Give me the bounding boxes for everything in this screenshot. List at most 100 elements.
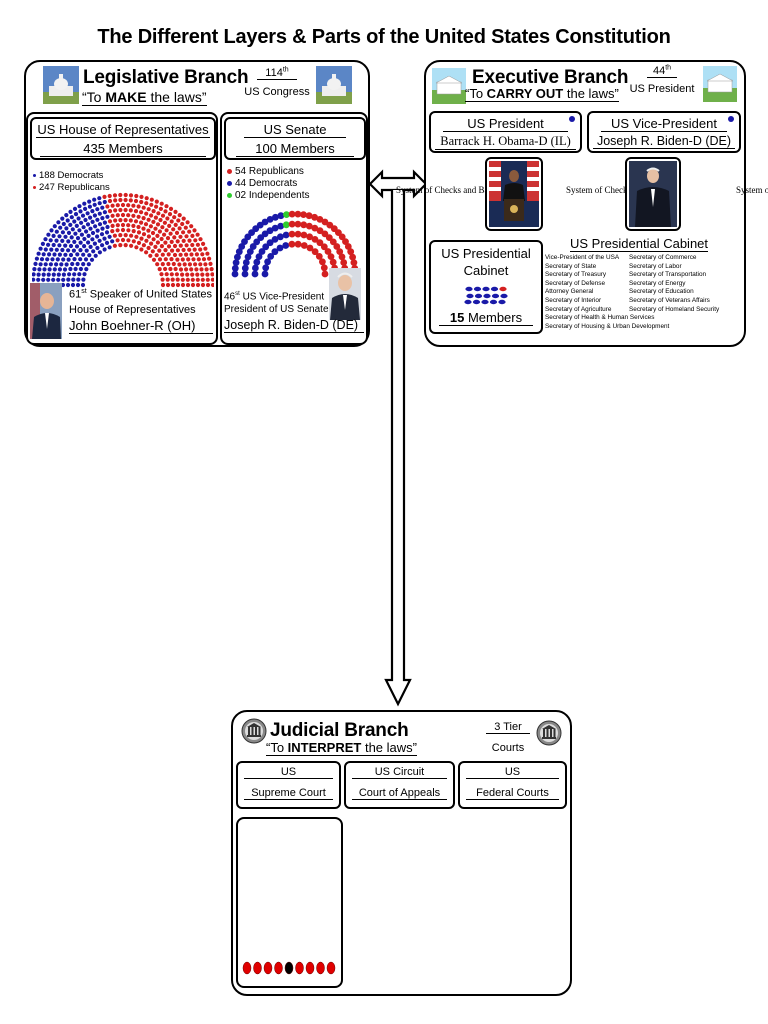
house-seat xyxy=(145,196,149,200)
house-seat xyxy=(81,214,85,218)
house-seat xyxy=(87,234,91,238)
house-seat xyxy=(174,267,178,271)
house-seat xyxy=(105,230,109,234)
house-seat xyxy=(73,232,77,236)
house-seat xyxy=(144,222,148,226)
speaker-name: John Boehner-R (OH) xyxy=(69,318,213,334)
house-seat xyxy=(131,224,135,228)
house-seat xyxy=(76,262,80,266)
house-seat xyxy=(86,222,90,226)
house-seat xyxy=(98,212,102,216)
house-seat xyxy=(60,239,64,243)
justice-seat xyxy=(254,962,262,974)
house-seat xyxy=(190,234,194,238)
house-seat xyxy=(205,273,209,277)
house-seat xyxy=(82,244,86,248)
president-photo xyxy=(489,161,539,227)
cabinet-position: Secretary of Education xyxy=(629,288,719,297)
house-seat xyxy=(187,248,191,252)
house-seat xyxy=(81,283,85,287)
house-seat xyxy=(139,195,143,199)
house-seat xyxy=(57,234,61,238)
cabinet-seat xyxy=(474,287,481,291)
house-seat xyxy=(39,262,43,266)
house-seat xyxy=(188,262,192,266)
house-seat xyxy=(147,234,151,238)
house-seat xyxy=(69,253,73,257)
house-seat xyxy=(170,272,174,276)
house-seat xyxy=(169,232,173,236)
house-seat xyxy=(55,230,59,234)
house-seat xyxy=(170,240,174,244)
house-seat xyxy=(139,221,143,225)
house-seat xyxy=(167,244,171,248)
house-seat xyxy=(63,235,67,239)
house-seat xyxy=(60,248,64,252)
senate-legend-democrats: 44 Democrats xyxy=(227,178,297,189)
senate-seat xyxy=(252,265,259,272)
house-seat xyxy=(198,237,202,241)
house-seat xyxy=(62,222,66,226)
house-seat xyxy=(190,243,194,247)
house-seat xyxy=(126,228,130,232)
house-seat xyxy=(108,194,112,198)
speaker-line1: 61st Speaker of United States xyxy=(69,288,212,301)
senate-seat xyxy=(300,211,307,218)
house-seat xyxy=(208,262,212,266)
cabinet-seat xyxy=(483,294,490,298)
house-seat xyxy=(72,219,76,223)
house-seat xyxy=(176,239,180,243)
house-seat xyxy=(174,223,178,227)
house-seat xyxy=(155,200,159,204)
cabinet-seat xyxy=(492,294,499,298)
house-seat xyxy=(182,239,186,243)
cabinet-seat xyxy=(466,294,473,298)
house-seat xyxy=(58,267,62,271)
house-seat xyxy=(156,211,160,215)
senate-seat xyxy=(289,241,296,248)
senate-seat xyxy=(242,265,249,272)
house-seat xyxy=(116,223,120,227)
house-seat xyxy=(77,272,81,276)
house-seat xyxy=(37,267,41,271)
house-seat xyxy=(90,237,94,241)
house-seat xyxy=(155,262,159,266)
house-seat xyxy=(69,244,73,248)
house-seat xyxy=(158,257,162,261)
house-seat xyxy=(103,221,107,225)
house-seat xyxy=(163,221,167,225)
house-seat xyxy=(142,216,146,220)
cabinet-position: Secretary of Commerce xyxy=(629,254,719,263)
house-seat xyxy=(100,227,104,231)
tier-label: 3 Tier xyxy=(486,721,530,734)
house-seat xyxy=(203,262,207,266)
senate-members: 100 Members xyxy=(236,141,354,157)
house-seat xyxy=(147,218,151,222)
house-seat xyxy=(33,262,37,266)
house-seat xyxy=(142,206,146,210)
president-title: US President xyxy=(443,116,568,132)
house-seat xyxy=(84,229,88,233)
house-seat xyxy=(85,249,89,253)
house-seat xyxy=(108,219,112,223)
house-seat xyxy=(36,278,40,282)
house-seat xyxy=(153,227,157,231)
house-seat xyxy=(168,267,172,271)
house-seat xyxy=(210,272,214,276)
house-seat xyxy=(189,224,193,228)
house-seat xyxy=(139,210,143,214)
house-seat xyxy=(196,233,200,237)
house-seat xyxy=(189,252,193,256)
house-seat xyxy=(52,273,56,277)
senate-seat xyxy=(295,231,302,238)
exec-vice-president-photo xyxy=(629,161,677,227)
house-seat xyxy=(146,229,150,233)
house-seat xyxy=(40,257,44,261)
justice-seat xyxy=(264,962,272,974)
house-seat xyxy=(44,247,48,251)
house-seat xyxy=(100,216,104,220)
house-seat xyxy=(134,209,138,213)
speaker-line2: House of Representatives xyxy=(69,304,196,316)
house-seat xyxy=(124,218,128,222)
cabinet-box: US Presidential Cabinet 15 Members xyxy=(429,240,543,334)
